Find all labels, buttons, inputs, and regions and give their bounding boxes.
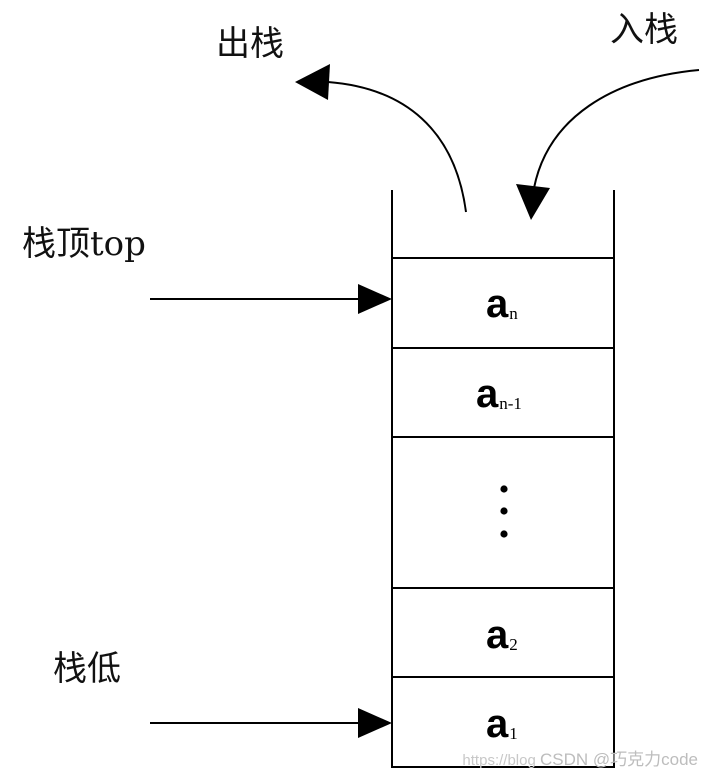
bottom-pointer-arrowhead bbox=[358, 708, 392, 738]
cell-base: a bbox=[486, 702, 509, 746]
cell-base: a bbox=[476, 372, 499, 416]
pop-arrow-curve bbox=[327, 81, 467, 213]
watermark-url: https://blog bbox=[462, 752, 536, 769]
cell-base: a bbox=[486, 613, 509, 657]
pop-arrowhead bbox=[295, 64, 330, 100]
ellipsis-dot bbox=[500, 485, 508, 493]
push-arrowhead bbox=[516, 184, 550, 220]
cell-subscript: 1 bbox=[509, 724, 518, 743]
ellipsis-dot bbox=[500, 507, 508, 515]
watermark: https://blog CSDN @巧克力code bbox=[462, 745, 698, 770]
top-pointer-arrowhead bbox=[358, 284, 392, 314]
cell-subscript: n-1 bbox=[499, 394, 522, 413]
stack-bottom-label: 栈低 bbox=[53, 649, 121, 689]
stack-cell-an: an bbox=[486, 284, 518, 324]
stack-cell-an-1: an-1 bbox=[476, 374, 522, 414]
push-arrow-curve bbox=[533, 69, 700, 189]
cell-subscript: n bbox=[509, 304, 518, 323]
stack-cell-a1: a1 bbox=[486, 704, 518, 744]
stack-top-label: 栈顶top bbox=[22, 224, 146, 264]
push-label: 入栈 bbox=[610, 10, 678, 50]
stack-cell-a2: a2 bbox=[486, 615, 518, 655]
ellipsis-dot bbox=[500, 530, 508, 538]
cell-base: a bbox=[486, 282, 509, 326]
watermark-credit: CSDN @巧克力code bbox=[539, 750, 698, 769]
cell-subscript: 2 bbox=[509, 635, 518, 654]
pop-label: 出栈 bbox=[216, 24, 284, 64]
